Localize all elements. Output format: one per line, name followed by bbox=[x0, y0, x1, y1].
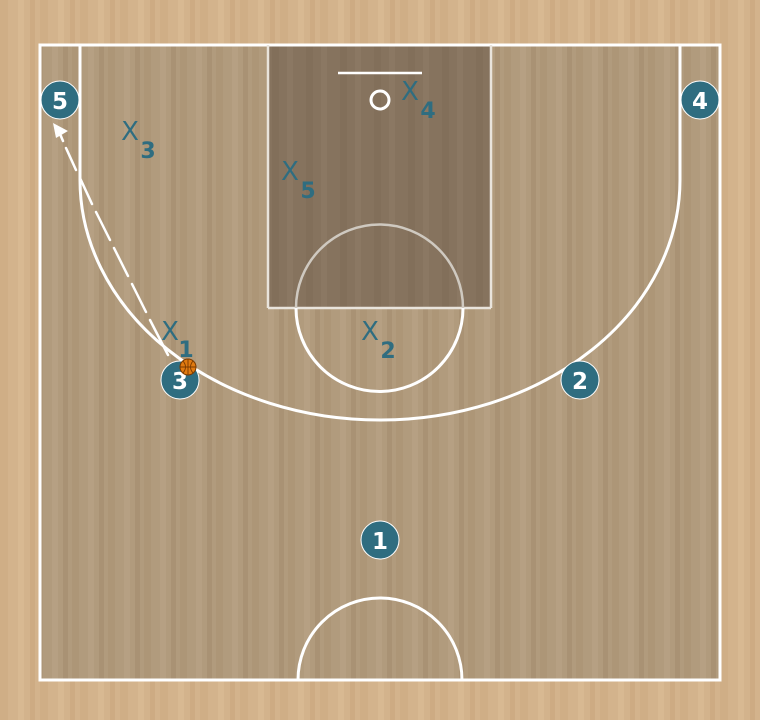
rim bbox=[369, 89, 391, 111]
free-throw-circle-bottom bbox=[294, 307, 465, 393]
defender-x4-number: 4 bbox=[420, 99, 435, 124]
defender-x3-number: 3 bbox=[140, 139, 155, 164]
free-throw-circle-top bbox=[294, 223, 465, 309]
defender-x1: X 1 bbox=[161, 317, 194, 363]
basketball-icon bbox=[179, 358, 197, 376]
player-5-circle bbox=[40, 80, 80, 120]
player-1-label: 1 bbox=[372, 529, 388, 555]
player-2-label: 2 bbox=[572, 369, 588, 395]
player-4-circle bbox=[680, 80, 720, 120]
three-point-line bbox=[78, 45, 682, 422]
player-3-label: 3 bbox=[172, 369, 188, 395]
defender-x1-letter: X bbox=[161, 317, 179, 347]
court-boundary bbox=[38, 43, 722, 682]
offense-player-1: 1 bbox=[360, 520, 400, 560]
offense-player-5: 5 bbox=[40, 80, 80, 120]
offense-player-2: 2 bbox=[560, 360, 600, 400]
defender-x5-number: 5 bbox=[300, 179, 315, 204]
defender-x2: X 2 bbox=[361, 317, 396, 364]
defender-x1-number: 1 bbox=[178, 338, 193, 363]
player-5-label: 5 bbox=[52, 89, 68, 115]
defender-x2-letter: X bbox=[361, 317, 379, 347]
defender-x5-letter: X bbox=[281, 157, 299, 187]
defender-x2-number: 2 bbox=[380, 339, 395, 364]
arrow-head-icon bbox=[53, 123, 68, 138]
defender-x4-letter: X bbox=[401, 77, 419, 107]
player-2-circle bbox=[560, 360, 600, 400]
player-4-label: 4 bbox=[692, 89, 708, 115]
cut-arrow bbox=[53, 123, 170, 357]
player-1-circle bbox=[360, 520, 400, 560]
defender-x3: X 3 bbox=[121, 117, 156, 164]
center-circle bbox=[296, 596, 464, 681]
defender-x5: X 5 bbox=[281, 157, 316, 204]
paint-area bbox=[268, 45, 491, 308]
defender-x4: X 4 bbox=[401, 77, 436, 124]
offense-player-4: 4 bbox=[680, 80, 720, 120]
defender-x3-letter: X bbox=[121, 117, 139, 147]
